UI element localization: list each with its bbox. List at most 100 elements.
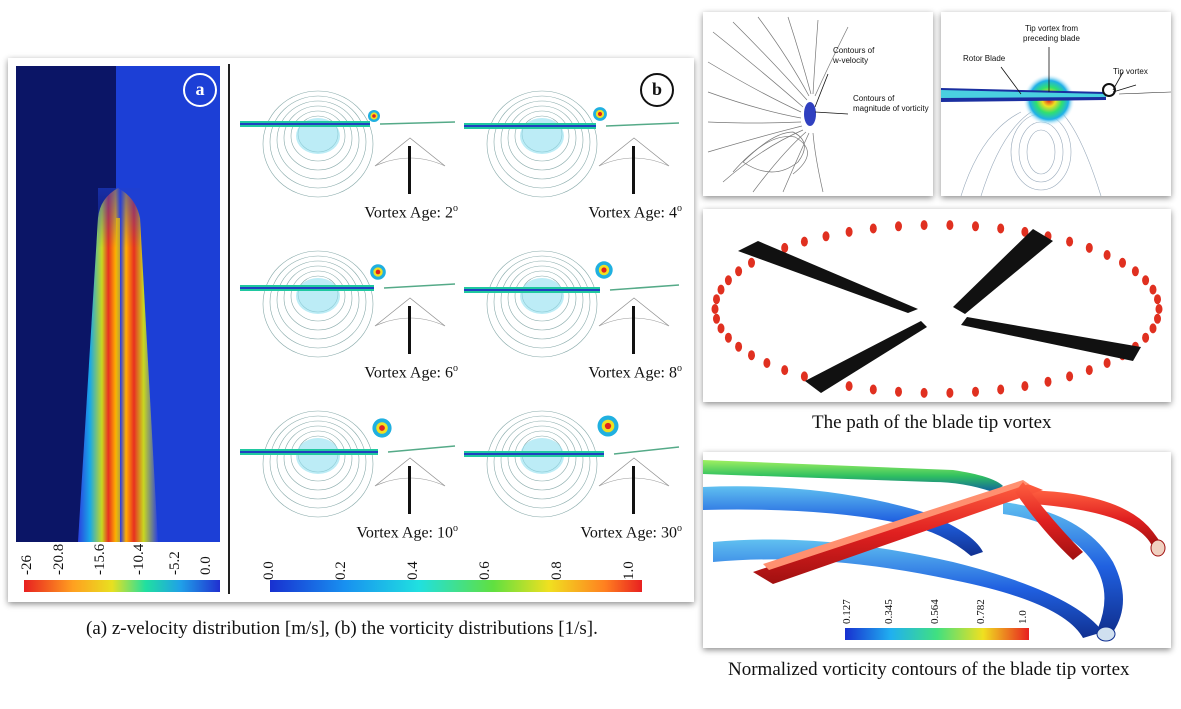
vortex-cell-graphic xyxy=(240,250,456,358)
vortex-marker xyxy=(1154,313,1161,324)
tick-n-2: 0.564 xyxy=(929,599,941,624)
z-velocity-vorticity-panel: a b Vortex Age: 2o Vortex Age: 4o Vortex A… xyxy=(8,58,694,602)
vortex-marker xyxy=(748,257,755,268)
vortex-marker xyxy=(1154,294,1161,305)
w-velocity-contours-graphic xyxy=(707,16,849,193)
vortex-marker xyxy=(845,226,853,237)
vorticity-colorbar xyxy=(270,580,642,592)
tick-a-3: -10.4 xyxy=(131,543,147,575)
vortex-marker xyxy=(1103,250,1111,260)
tick-n-1: 0.345 xyxy=(883,599,895,624)
vortex-marker xyxy=(1119,257,1126,268)
vortex-marker xyxy=(1149,323,1157,334)
z-velocity-colorbar xyxy=(24,580,220,592)
vortex-marker xyxy=(1131,266,1139,277)
vortex-marker xyxy=(946,220,954,231)
tick-n-3: 0.782 xyxy=(975,599,987,624)
blade-2 xyxy=(953,229,1053,314)
normalized-vorticity-graphic xyxy=(703,460,1166,642)
vortex-marker xyxy=(1103,358,1111,368)
vortex-marker xyxy=(869,223,877,234)
vortex-marker xyxy=(724,332,732,343)
vortex-marker xyxy=(1142,332,1150,343)
vortex-marker xyxy=(1085,365,1093,376)
vortex-marker xyxy=(1155,304,1163,314)
vortex-age-label: Vortex Age: 10o xyxy=(356,522,458,541)
vortex-marker xyxy=(972,386,979,397)
normalized-vorticity-panel: 0.127 0.345 0.564 0.782 1.0 xyxy=(703,452,1171,648)
vortex-cell: Vortex Age: 30o xyxy=(464,386,686,544)
vortex-cell: Vortex Age: 6o xyxy=(240,226,462,384)
vortex-marker xyxy=(1044,376,1052,387)
vortex-marker xyxy=(920,387,928,398)
vortex-cell: Vortex Age: 2o xyxy=(240,66,462,224)
left-figure-caption: (a) z-velocity distribution [m/s], (b) t… xyxy=(86,618,598,639)
vortex-marker xyxy=(800,236,808,247)
tick-a-4: -5.2 xyxy=(167,551,183,575)
tick-a-2: -15.6 xyxy=(92,543,108,575)
vortex-marker xyxy=(845,381,853,392)
tick-b-0: 0.0 xyxy=(261,561,277,580)
vortex-cell: Vortex Age: 10o xyxy=(240,386,462,544)
tip-vortex-label: Tip vortex xyxy=(1113,67,1148,76)
tick-a-1: -20.8 xyxy=(51,543,67,575)
vortex-marker xyxy=(1066,371,1074,382)
tick-n-4: 1.0 xyxy=(1017,610,1029,624)
vortex-marker xyxy=(1021,381,1029,392)
normalized-colorbar xyxy=(845,628,1029,640)
vortex-marker xyxy=(748,350,755,361)
vortex-marker xyxy=(997,384,1005,395)
vortex-age-label: Vortex Age: 6o xyxy=(364,362,458,381)
vortex-marker xyxy=(800,371,808,382)
panel-a-badge: a xyxy=(183,73,217,107)
vortex-marker xyxy=(972,221,979,232)
vortex-cell-graphic xyxy=(464,90,680,198)
tick-b-3: 0.6 xyxy=(477,561,493,580)
vortex-marker xyxy=(735,341,743,352)
vortex-marker xyxy=(711,304,719,314)
vortex-marker xyxy=(717,284,725,295)
vortex-marker xyxy=(781,365,789,376)
vortex-marker xyxy=(763,358,771,368)
vortex-marker xyxy=(997,223,1005,234)
vortex-marker xyxy=(717,323,725,334)
vortex-marker xyxy=(822,231,830,242)
vortex-cell-graphic xyxy=(240,410,456,518)
vortex-marker xyxy=(1149,284,1157,295)
tip-vortex-path-panel xyxy=(703,209,1171,402)
tick-a-5: 0.0 xyxy=(198,556,214,575)
vortex-cell-graphic xyxy=(464,410,680,518)
vortex-marker xyxy=(895,221,902,232)
tick-b-1: 0.2 xyxy=(333,561,349,580)
vortex-cell-graphic xyxy=(240,90,456,198)
vortex-marker xyxy=(946,387,954,398)
vortex-marker xyxy=(1066,236,1074,247)
vortex-age-label: Vortex Age: 2o xyxy=(364,202,458,221)
rotor-blade-graphic xyxy=(941,47,1171,196)
vortex-marker xyxy=(724,275,732,286)
blade-3 xyxy=(805,321,927,393)
tip-vortex-path-graphic xyxy=(711,220,1163,398)
tick-b-4: 0.8 xyxy=(549,561,565,580)
vortex-marker xyxy=(1085,242,1093,253)
vortex-cell: Vortex Age: 8o xyxy=(464,226,686,384)
vortex-age-label: Vortex Age: 4o xyxy=(588,202,682,221)
blade-1 xyxy=(738,241,918,313)
vortex-marker xyxy=(895,386,902,397)
vortex-age-label: Vortex Age: 30o xyxy=(580,522,682,541)
path-caption: The path of the blade tip vortex xyxy=(812,412,1052,433)
vortex-marker xyxy=(1021,226,1029,237)
vortex-marker xyxy=(781,242,789,253)
panel-b-badge: b xyxy=(640,73,674,107)
tick-b-2: 0.4 xyxy=(405,561,421,580)
vortex-marker xyxy=(713,294,720,305)
vortex-age-label: Vortex Age: 8o xyxy=(588,362,682,381)
vortex-marker xyxy=(920,220,928,231)
vortex-marker xyxy=(869,384,877,395)
vortex-marker xyxy=(1142,275,1150,286)
